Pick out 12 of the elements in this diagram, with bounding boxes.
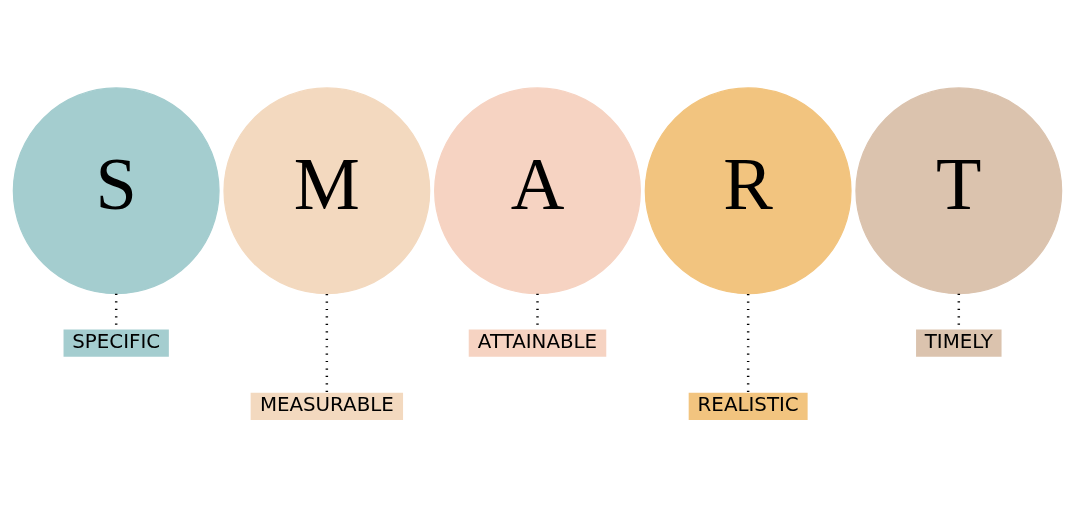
node-circle: M [223,87,431,295]
node-box: REALISTIC [688,392,808,421]
connector [746,293,750,393]
node-circle: S [12,87,220,295]
node-box: TIMELY [916,329,1002,357]
node-box: MEASURABLE [250,392,404,421]
node-circle: R [644,87,852,295]
node-box: ATTAINABLE [468,329,607,357]
node-circle: A [434,87,641,295]
node-circle: T [855,87,1063,295]
node-box: SPECIFIC [63,329,169,357]
connector [325,293,329,393]
